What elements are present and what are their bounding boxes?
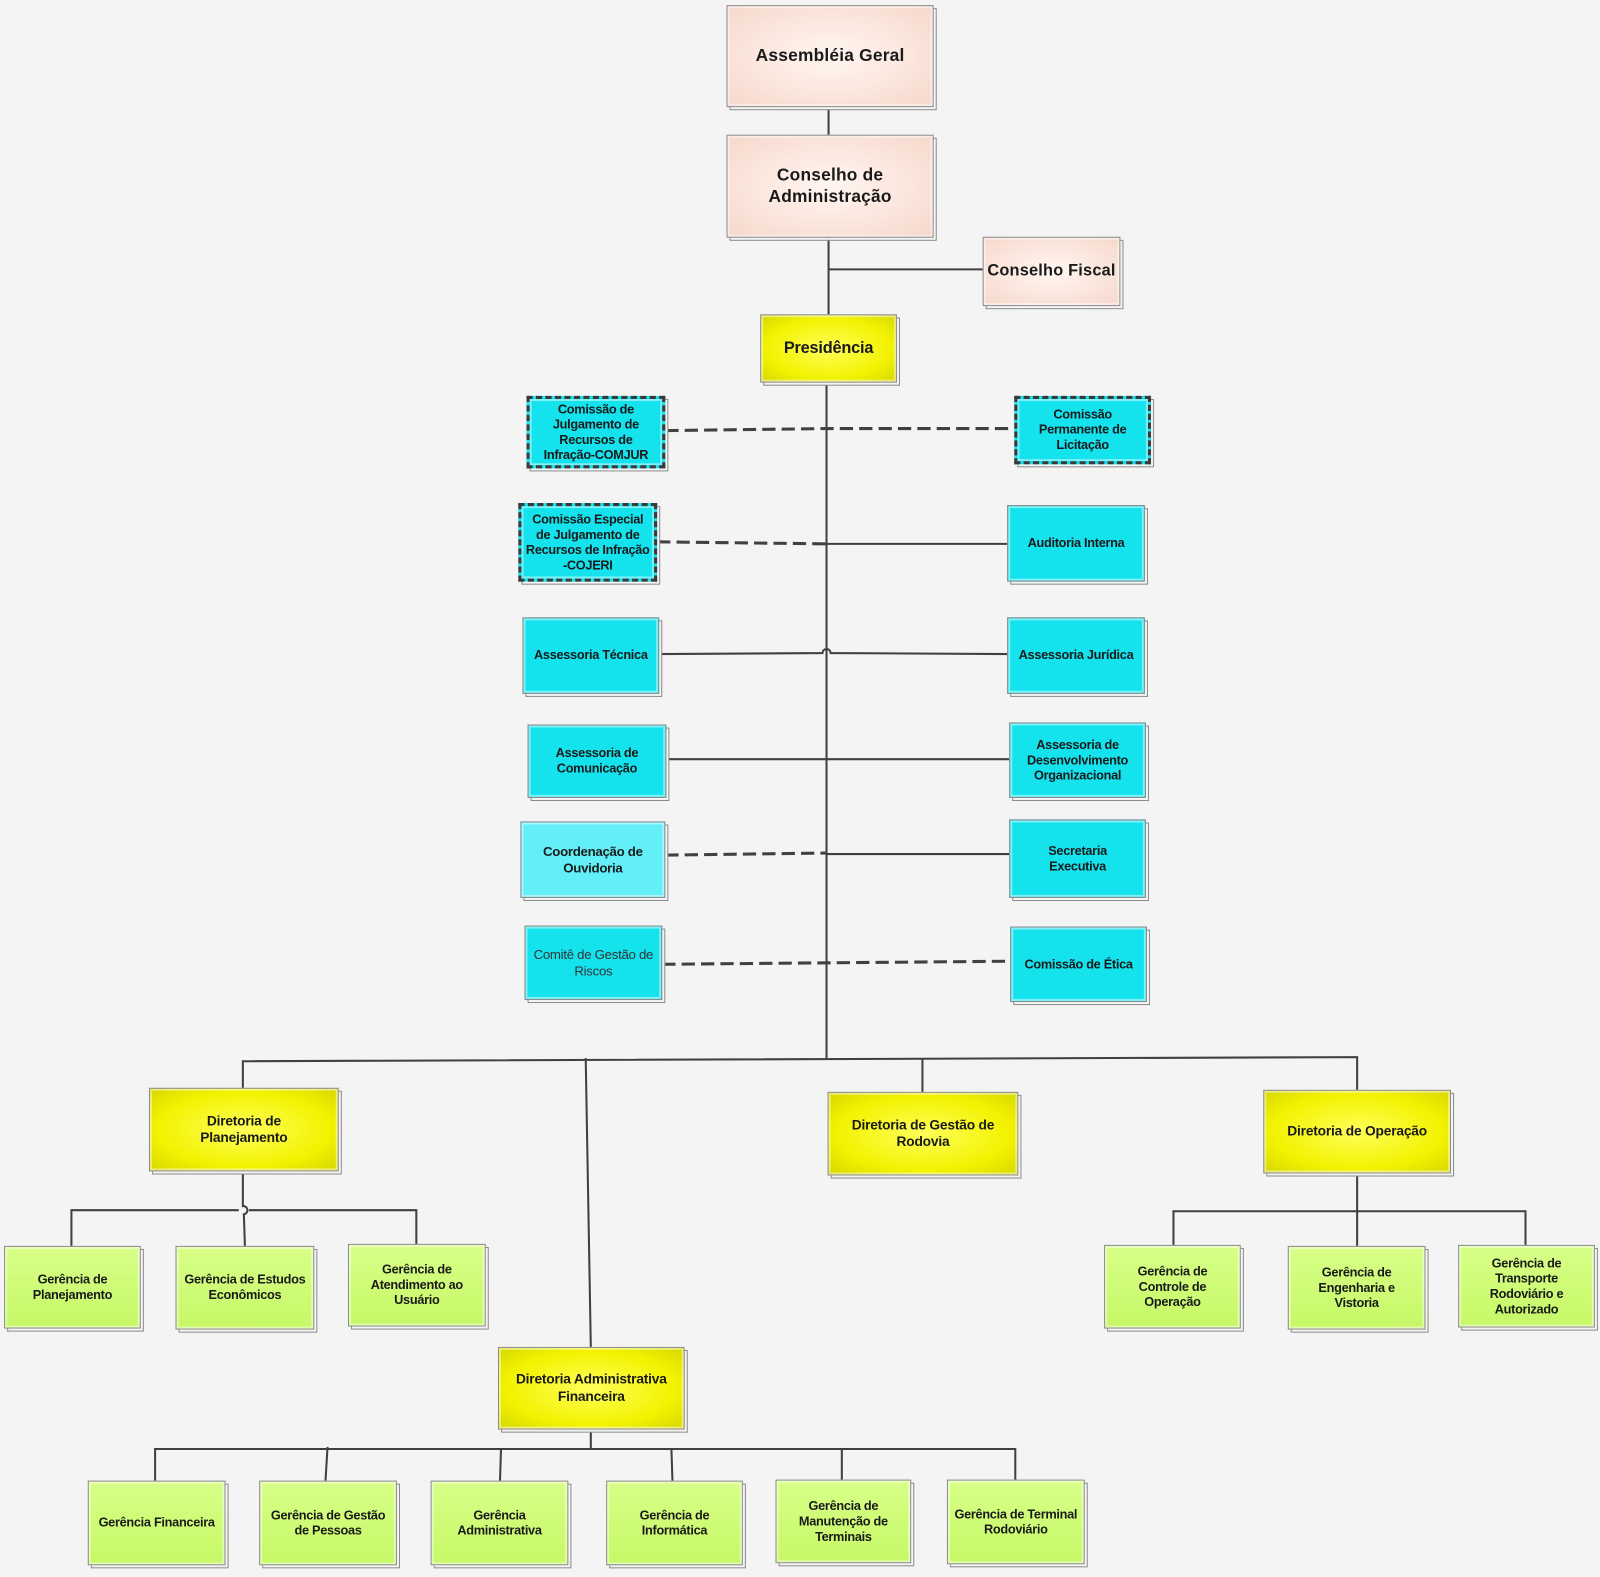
node-cojeri: Comissão Especial de Julgamento de Recur… — [518, 503, 658, 582]
node-gerencia-engenharia-vistoria: Gerência de Engenharia e Vistoria — [1287, 1245, 1426, 1330]
node-comissao-etica: Comissão de Ética — [1010, 926, 1147, 1003]
node-gerencia-planejamento: Gerência de Planejamento — [4, 1245, 141, 1329]
node-gerencia-manutencao-terminais: Gerência de Manutenção de Terminais — [775, 1479, 912, 1564]
node-conselho-fiscal: Conselho Fiscal — [982, 236, 1121, 307]
node-gerencia-gestao-pessoas: Gerência de Gestão de Pessoas — [259, 1480, 397, 1566]
node-comite-gestao-riscos: Comitê de Gestão de Riscos — [524, 925, 663, 1000]
node-gerencia-administrativa: Gerência Administrativa — [430, 1480, 569, 1566]
connector-adm-bus — [154, 1447, 1017, 1481]
connector-informatica — [670, 1448, 674, 1481]
node-diretoria-operacao: Diretoria de Operação — [1263, 1089, 1452, 1174]
node-secretaria-executiva: Secretaria Executiva — [1009, 819, 1146, 898]
node-comissao-licitacao: Comissão Permanente de Licitação — [1014, 395, 1152, 465]
node-diretoria-gestao-rodovia: Diretoria de Gestão de Rodovia — [827, 1091, 1019, 1176]
connector-cojeri — [657, 540, 827, 546]
node-assessoria-desenvolvimento: Assessoria de Desenvolvimento Organizaci… — [1009, 722, 1146, 798]
connector-assessorias-tecnica-juridica — [659, 647, 1008, 656]
node-diretoria-planejamento: Diretoria de Planejamento — [148, 1087, 339, 1172]
node-assessoria-tecnica: Assessoria Técnica — [522, 617, 660, 694]
node-gerencia-transporte-rodoviario: Gerência de Transporte Rodoviário e Auto… — [1458, 1244, 1595, 1328]
node-gerencia-informatica: Gerência de Informática — [606, 1480, 743, 1566]
connector-dir-planejamento-down — [241, 1171, 249, 1246]
node-gerencia-financeira: Gerência Financeira — [87, 1480, 226, 1566]
node-coordenacao-ouvidoria: Coordenação de Ouvidoria — [520, 821, 666, 898]
connector-planejamento-bus — [70, 1209, 418, 1246]
connector-diretorias-bus — [241, 1056, 1359, 1090]
node-gerencia-controle-operacao: Gerência de Controle de Operação — [1104, 1244, 1241, 1329]
node-gerencia-estudos-economicos: Gerência de Estudos Econômicos — [175, 1245, 315, 1330]
connector-gestao-pessoas — [324, 1446, 329, 1481]
node-conselho-administracao: Conselho de Administração — [726, 134, 934, 238]
connector-dir-adm-financeira — [584, 1058, 592, 1347]
node-assessoria-comunicacao: Assessoria de Comunicação — [527, 724, 667, 798]
connector-comjur-licitacao — [665, 427, 1015, 433]
connector-ouvidoria — [665, 851, 827, 857]
node-assembleia-geral: Assembléia Geral — [726, 5, 934, 108]
node-assessoria-juridica: Assessoria Jurídica — [1007, 617, 1145, 694]
node-diretoria-adm-financeira: Diretoria Administrativa Financeira — [497, 1346, 685, 1430]
node-gerencia-terminal-rodoviario: Gerência de Terminal Rodoviário — [946, 1479, 1085, 1565]
node-presidencia: Presidência — [760, 314, 897, 383]
node-auditoria-interna: Auditoria Interna — [1007, 505, 1145, 582]
node-gerencia-atendimento-usuario: Gerência de Atendimento ao Usuário — [347, 1243, 486, 1327]
connector-administrativa — [498, 1448, 503, 1481]
node-comjur: Comissão de Julgamento de Recursos de In… — [526, 395, 666, 469]
connector-riscos-etica — [662, 959, 1011, 966]
connector-operacao-bus — [1172, 1210, 1527, 1245]
